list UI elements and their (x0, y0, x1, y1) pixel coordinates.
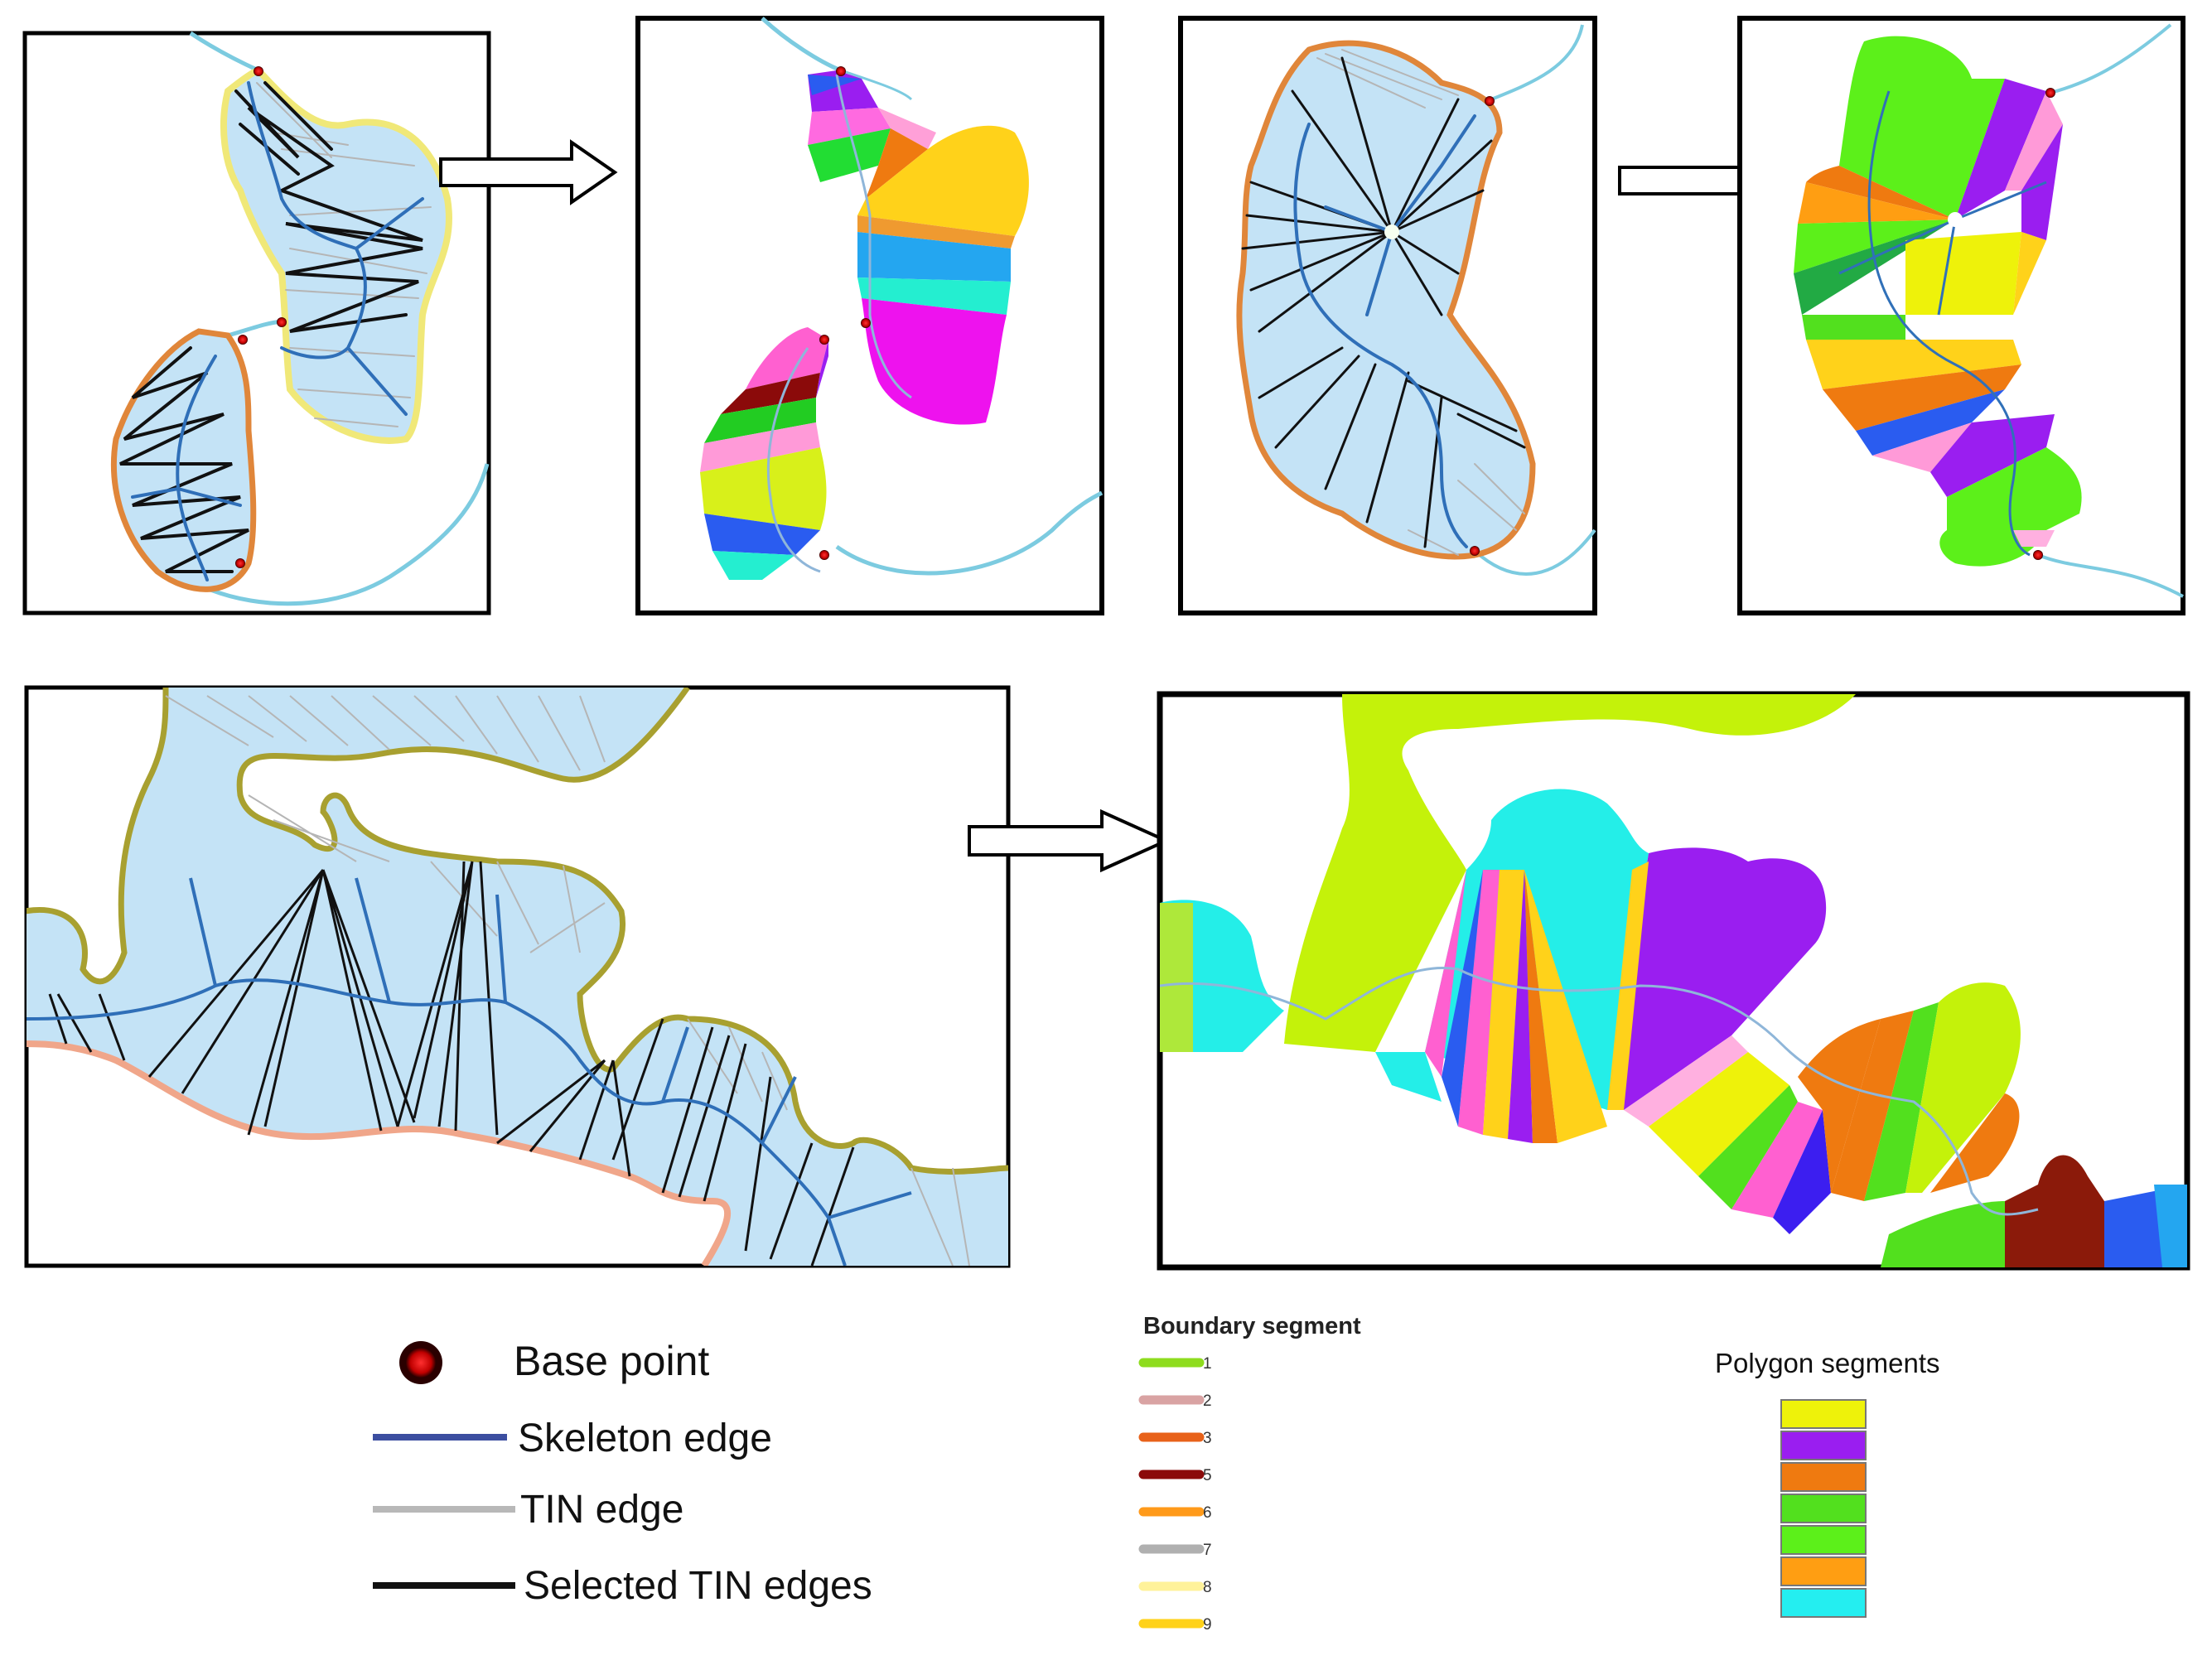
legend-skeleton-edge: Skeleton edge (373, 1416, 772, 1460)
polygon-segment-swatch (1780, 1494, 1867, 1523)
legend-base-point-label: Base point (514, 1338, 709, 1384)
legend-base-point: Base point (399, 1338, 709, 1384)
arrow-1 (439, 139, 618, 205)
panel-2-segmented (635, 16, 1104, 615)
boundary-segment-label: 3 (1203, 1430, 1212, 1447)
panel-4-segmented (1737, 16, 2185, 615)
arrow-3 (968, 808, 1171, 873)
boundary-segment-label: 2 (1203, 1392, 1212, 1410)
polygon-segment-swatch (1780, 1462, 1867, 1492)
polygon-segments-legend: Polygon segments (1715, 1348, 1940, 1618)
polygon-segment-swatch (1780, 1588, 1867, 1618)
polygon-segment-swatch (1780, 1556, 1867, 1586)
legend-skeleton-edge-label: Skeleton edge (518, 1416, 772, 1460)
boundary-segment-label: 7 (1203, 1542, 1212, 1559)
legend-selected-tin-edges: Selected TIN edges (373, 1564, 872, 1608)
polygon-segments-title: Polygon segments (1715, 1348, 1940, 1378)
panel-6-segmented (1157, 691, 2190, 1271)
boundary-segment-label: 5 (1203, 1467, 1212, 1484)
panel-5-tin-input (24, 685, 1011, 1268)
polygon-segment-swatch (1780, 1399, 1867, 1429)
legend-tin-edge: TIN edge (373, 1488, 683, 1532)
boundary-segment-label: 1 (1203, 1355, 1212, 1373)
polygon-segment-swatch (1780, 1525, 1867, 1555)
boundary-segment-label: 8 (1203, 1579, 1212, 1596)
boundary-segment-legend: Boundary segment 1 2 3 5 6 7 8 9 (1138, 1313, 1361, 1634)
boundary-segment-title: Boundary segment (1143, 1313, 1361, 1339)
polygon-segment-swatch (1780, 1431, 1867, 1460)
boundary-segment-label: 6 (1203, 1504, 1212, 1522)
panel-3-tin-input (1178, 16, 1597, 615)
legend-selected-tin-edges-label: Selected TIN edges (524, 1564, 872, 1608)
panel-1-tin-input (22, 31, 491, 615)
legend: Base point Skeleton edge TIN edge Select… (373, 1338, 872, 1608)
boundary-segment-label: 9 (1203, 1616, 1212, 1634)
legend-tin-edge-label: TIN edge (520, 1488, 683, 1532)
